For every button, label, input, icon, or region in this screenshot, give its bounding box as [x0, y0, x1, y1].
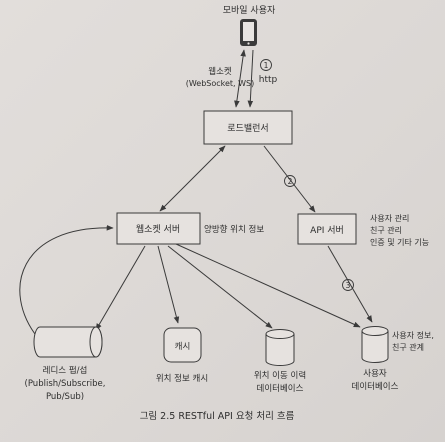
svg-text:레디스 펍/섭: 레디스 펍/섭 [43, 365, 88, 376]
figure-caption: 그림 2.5 RESTful API 요청 처리 흐름 [140, 410, 295, 422]
lb-websocket-arrow [159, 145, 226, 212]
svg-text:위치 이동 이력: 위치 이동 이력 [254, 370, 306, 381]
svg-text:데이터베이스: 데이터베이스 [257, 383, 304, 394]
mobile-user-node: 모바일 사용자 [223, 5, 276, 46]
http-label: http [259, 75, 278, 85]
svg-text:(Publish/Subscribe,: (Publish/Subscribe, [25, 379, 106, 389]
step2-badge: 2 [284, 175, 296, 187]
svg-text:친구 관계: 친구 관계 [392, 342, 424, 352]
websocket-arrow [234, 49, 246, 108]
svg-text:사용자 관리: 사용자 관리 [370, 213, 409, 223]
svg-text:로드밸런서: 로드밸런서 [227, 123, 268, 134]
svg-text:사용자 정보,: 사용자 정보, [392, 330, 434, 340]
svg-text:API 서버: API 서버 [310, 225, 344, 236]
websocket-to-cache-arrow [157, 245, 180, 324]
svg-text:웹소켓: 웹소켓 [208, 66, 232, 77]
svg-text:1: 1 [264, 61, 269, 70]
svg-text:3: 3 [346, 281, 351, 290]
load-balancer-node: 로드밸런서 [203, 110, 293, 145]
api-functions-label: 사용자 관리 친구 관리 인증 및 기타 기능 [370, 213, 429, 247]
api-to-userdb-arrow [327, 245, 373, 323]
user-db-note: 사용자 정보, 친구 관계 [392, 330, 434, 352]
http-arrow [247, 49, 254, 108]
bidirectional-location-label: 양방향 위치 정보 [204, 224, 264, 235]
websocket-to-userdb-arrow [175, 243, 361, 328]
websocket-to-history-arrow [167, 245, 273, 329]
redis-pubsub-node: 레디스 펍/섭 (Publish/Subscribe, Pub/Sub) [25, 326, 106, 402]
websocket-to-redis-arrow [95, 245, 146, 331]
svg-text:친구 관리: 친구 관리 [370, 225, 402, 235]
mobile-user-label: 모바일 사용자 [223, 5, 276, 16]
svg-text:캐시: 캐시 [175, 342, 191, 352]
svg-text:(WebSocket, WS): (WebSocket, WS) [186, 79, 255, 88]
cache-caption: 위치 정보 캐시 [156, 373, 208, 384]
step1-badge: 1 [260, 59, 272, 71]
api-server-node: API 서버 [297, 213, 357, 245]
lb-api-arrow [263, 145, 316, 213]
step3-badge: 3 [342, 279, 354, 291]
redis-to-websocket-arrow [19, 225, 114, 339]
websocket-server-node: 웹소켓 서버 [116, 212, 201, 245]
svg-text:사용자: 사용자 [363, 369, 387, 379]
svg-text:데이터베이스: 데이터베이스 [352, 381, 399, 392]
svg-text:2: 2 [288, 177, 293, 186]
svg-text:인증 및 기타 기능: 인증 및 기타 기능 [370, 237, 429, 247]
location-history-db-node: 위치 이동 이력 데이터베이스 [254, 329, 306, 394]
svg-text:Pub/Sub): Pub/Sub) [46, 392, 84, 402]
cache-node: 캐시 위치 정보 캐시 [156, 327, 208, 384]
websocket-label: 웹소켓 (WebSocket, WS) [186, 66, 255, 88]
phone-icon [240, 19, 257, 46]
svg-text:웹소켓 서버: 웹소켓 서버 [136, 224, 180, 235]
user-db-node: 사용자 데이터베이스 [352, 326, 399, 392]
